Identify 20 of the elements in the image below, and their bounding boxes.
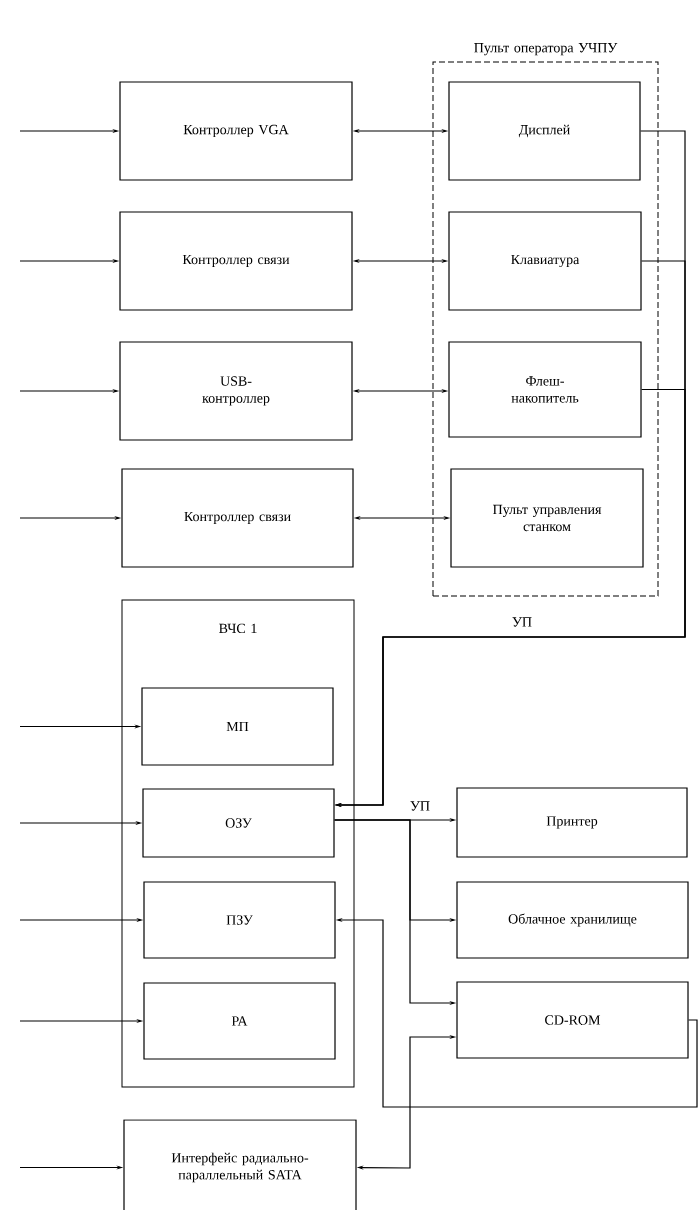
process-box: ОЗУ: [142, 788, 335, 858]
process-box: Флеш-накопитель: [448, 341, 642, 438]
process-box: USB-контроллер: [119, 341, 353, 441]
process-box: Принтер: [456, 787, 688, 858]
process-box: Контроллер связи: [119, 211, 353, 311]
group-title: ВЧС 1: [219, 623, 257, 634]
process-box: Контроллер VGA: [119, 81, 353, 181]
edge-label: УП: [409, 800, 431, 812]
process-box: Клавиатура: [448, 211, 642, 311]
process-box: ПЗУ: [143, 881, 336, 959]
group-heading: Пульт оператора УЧПУ: [474, 43, 618, 56]
process-box: CD-ROM: [456, 981, 689, 1059]
edge-label: УП: [511, 616, 533, 628]
process-box: Контроллер связи: [121, 468, 354, 568]
process-box: Дисплей: [448, 81, 641, 181]
process-box: Облачное хранилище: [456, 881, 689, 959]
process-box: Пульт управления станком: [450, 468, 644, 568]
process-box: МП: [141, 687, 334, 766]
process-box: Интерфейс радиально-параллельный SATA: [123, 1119, 357, 1210]
process-box: РА: [143, 982, 336, 1060]
